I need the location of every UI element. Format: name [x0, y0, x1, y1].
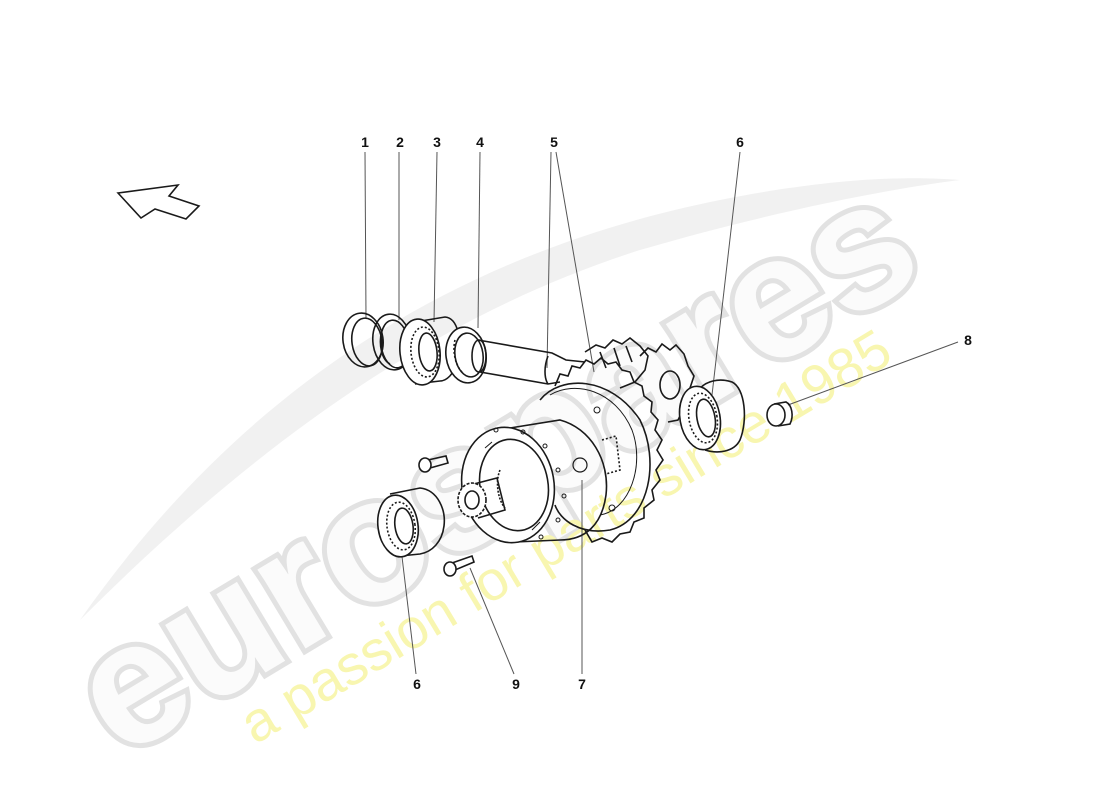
- leader-lines: [364, 151, 959, 675]
- part-5-pinion-shaft: [471, 336, 649, 389]
- callout-1: 1: [361, 134, 369, 150]
- direction-arrow-icon: [116, 183, 201, 220]
- callout-5: 5: [550, 134, 558, 150]
- callout-7: 7: [578, 676, 586, 692]
- watermark-swoosh: [80, 178, 960, 620]
- part-6-bearing-right: [678, 379, 746, 453]
- part-bolt-upper: [418, 455, 449, 473]
- part-8-plug: [766, 401, 793, 427]
- callout-6-right: 6: [736, 134, 744, 150]
- callout-9: 9: [512, 676, 520, 692]
- callout-8: 8: [964, 332, 972, 348]
- callout-6-left: 6: [413, 676, 421, 692]
- part-7-housing: [457, 419, 621, 544]
- callout-3: 3: [433, 134, 441, 150]
- part-1-ring: [342, 312, 384, 368]
- part-9-bolt: [443, 554, 475, 577]
- callout-4: 4: [476, 134, 484, 150]
- part-5-crown-wheel: [539, 356, 664, 543]
- callout-2: 2: [396, 134, 404, 150]
- part-6-bearing-left: [376, 487, 446, 558]
